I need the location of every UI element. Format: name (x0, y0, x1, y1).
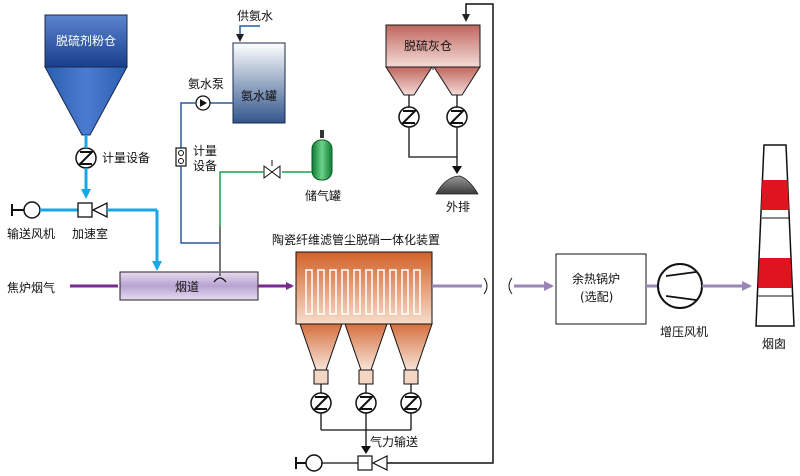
pneumatic-label: 气力输送 (370, 434, 418, 449)
flue-label: 烟道 (175, 280, 199, 294)
conveying-fan-icon (11, 201, 41, 219)
gas-cylinder-icon (311, 130, 333, 181)
ash-drop-lines (408, 95, 458, 172)
ash-silo-label: 脱硫灰仓 (404, 38, 452, 53)
break-mark-left (483, 277, 488, 295)
ammonia-tank-label: 氨水罐 (241, 89, 277, 103)
ash-rotary-valve-1 (398, 106, 420, 128)
chimney (755, 144, 795, 327)
hopper-drop-lines (320, 384, 412, 452)
pneumatic-fan-icon (295, 454, 323, 472)
ammonia-pump-label: 氨水泵 (188, 77, 224, 91)
hopper-rotary-valve-2 (355, 392, 377, 414)
metering-label-top: 计量设备 (102, 151, 150, 165)
integrated-filter-unit (295, 251, 433, 385)
booster-fan-icon (657, 263, 703, 309)
pneumatic-accel-box (357, 455, 373, 471)
ammonia-tank (232, 42, 286, 124)
discharge-pile (435, 175, 479, 195)
rotary-valve-icon (75, 147, 97, 169)
chimney-label: 烟囱 (762, 337, 786, 351)
gas-line-b (219, 171, 264, 266)
hopper-rotary-valve-3 (400, 392, 422, 414)
ash-rotary-valve-2 (446, 106, 468, 128)
gas-tank-label: 储气罐 (305, 188, 341, 203)
desulfurizer-silo: 脱硫剂粉仓 (44, 14, 128, 136)
boiler-label-2: (选配) (580, 290, 613, 304)
ash-silo (385, 24, 481, 96)
break-mark-right (508, 277, 513, 295)
ammonia-to-injector-line (180, 166, 220, 244)
pump-down-line (180, 102, 196, 148)
collect-arrow (361, 446, 371, 454)
accel-chamber-box (77, 202, 93, 218)
discharge-arrow (452, 166, 462, 174)
pneumatic-return-line (387, 3, 494, 464)
flue-duct (119, 271, 259, 301)
ammonia-supply-line (236, 25, 260, 42)
waste-heat-boiler (555, 253, 647, 325)
conveying-fan-label: 输送风机 (7, 226, 55, 241)
valve-icon (91, 201, 108, 219)
discharge-label: 外排 (446, 200, 470, 214)
pump-icon (195, 95, 211, 111)
boiler-label-1: 余热锅炉 (572, 271, 620, 286)
hopper-rotary-valve-1 (310, 392, 332, 414)
accel-chamber-label: 加速室 (72, 226, 108, 241)
flowmeter-icon (175, 147, 187, 167)
integrated-unit-label: 陶瓷纤维滤管尘脱硝一体化装置 (272, 232, 440, 247)
coke-gas-label: 焦炉烟气 (7, 280, 55, 295)
desulfurizer-silo-label: 脱硫剂粉仓 (56, 33, 116, 48)
gas-valve-icon (263, 160, 281, 179)
ammonia-supply-label: 供氨水 (237, 9, 273, 23)
booster-fan-label: 增压风机 (660, 325, 708, 339)
injector-nozzle (213, 277, 227, 283)
filter-tubes (305, 269, 421, 315)
pneumatic-valve-icon (371, 455, 388, 471)
metering-label-mid: 计量设备 (193, 144, 217, 173)
